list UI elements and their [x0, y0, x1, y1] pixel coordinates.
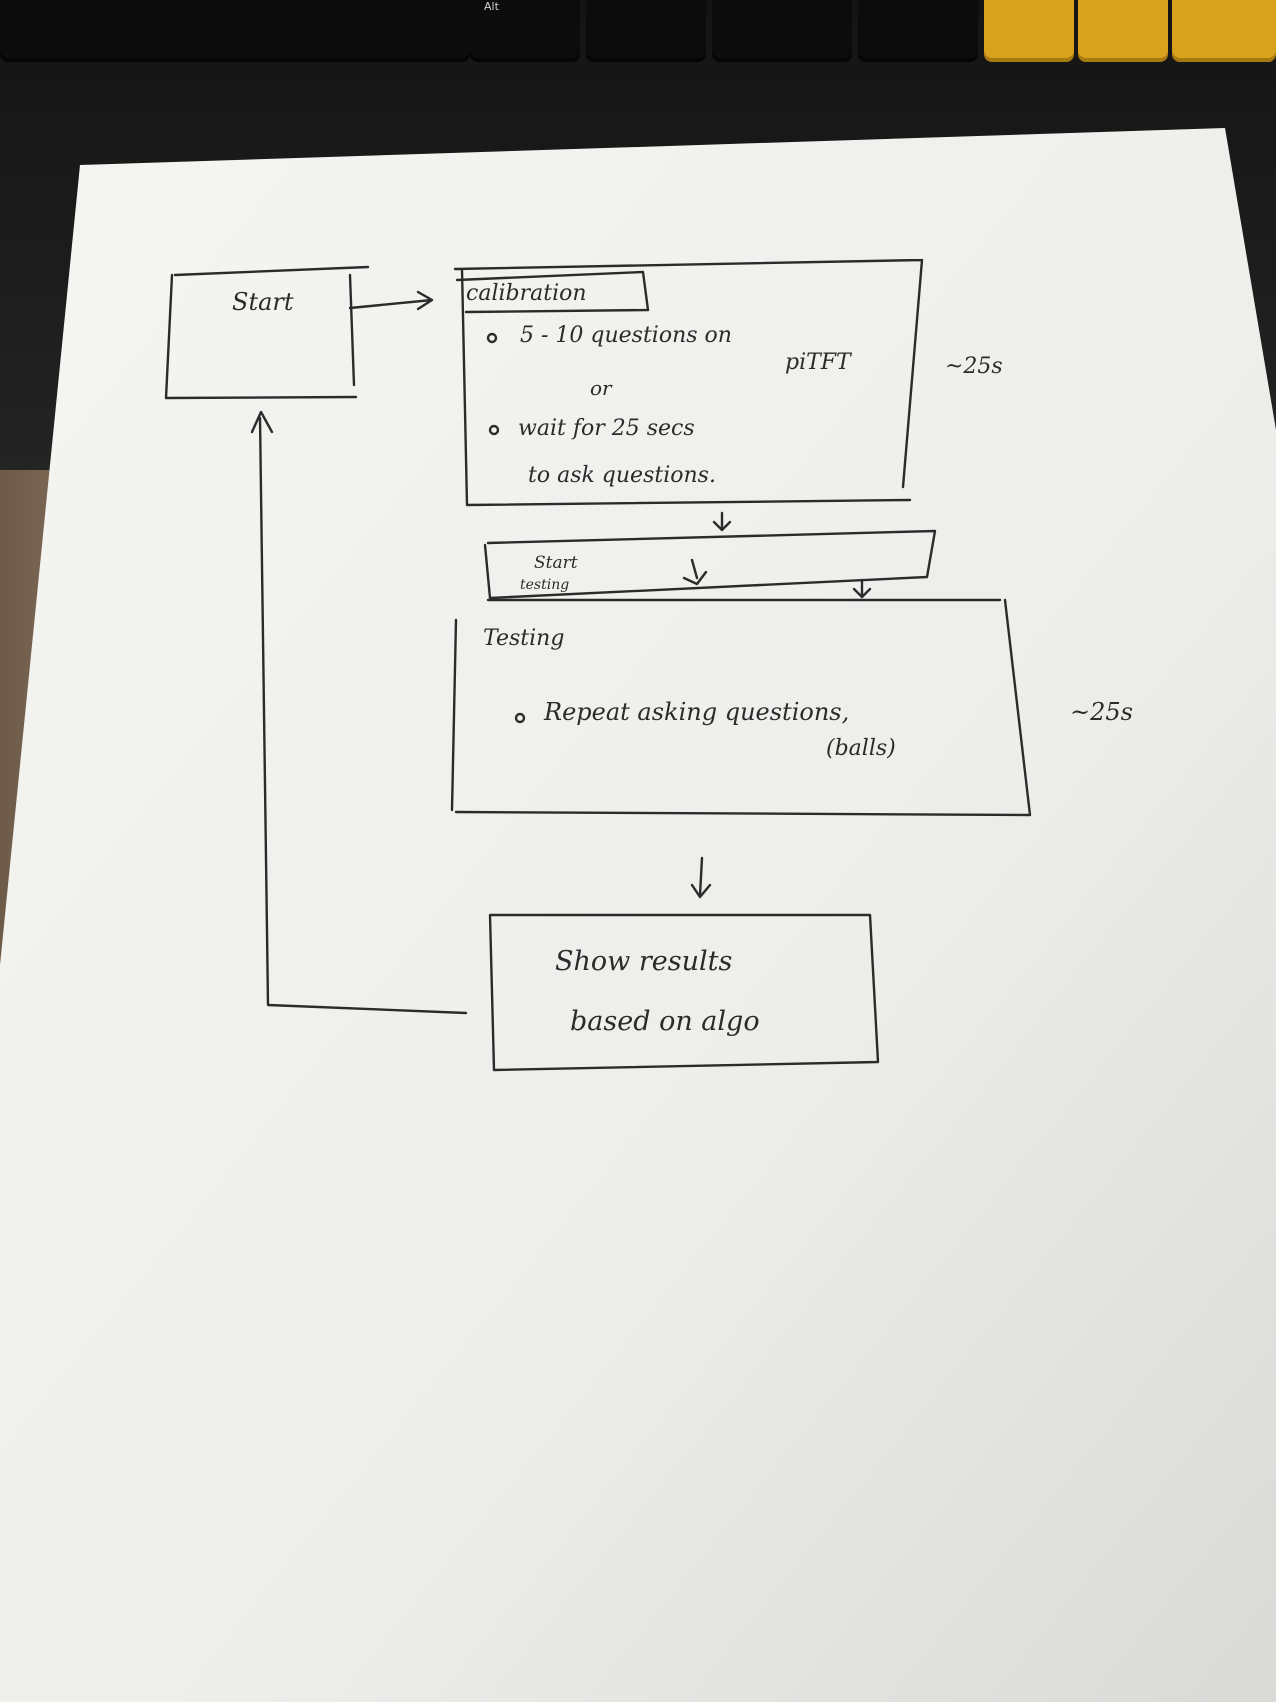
calibration-title-box	[455, 270, 650, 314]
results-box	[488, 913, 880, 1072]
alt-key-label: Alt	[484, 0, 499, 13]
keyboard-key	[586, 0, 706, 62]
calibration-title: calibration	[466, 281, 587, 306]
testing-line1-sub: (balls)	[826, 736, 896, 761]
keyboard-key	[0, 0, 470, 62]
start-testing-line2: testing	[520, 577, 570, 593]
start-testing-box	[483, 529, 937, 600]
calibration-line1: 5 - 10 questions on	[520, 323, 732, 348]
arrow-calibration-to-start-testing	[712, 511, 732, 532]
testing-title: Testing	[483, 626, 565, 651]
testing-duration: ~25s	[1070, 698, 1133, 726]
bullet-icon	[488, 424, 500, 436]
testing-line1: Repeat asking questions,	[544, 698, 850, 726]
arrow-results-to-start	[250, 410, 468, 1015]
calibration-line2: wait for 25 secs	[518, 416, 695, 441]
calibration-line3: to ask questions.	[528, 463, 716, 488]
arrow-start-to-calibration	[348, 290, 434, 311]
keyboard-key-yellow	[984, 0, 1074, 62]
arrow-start-testing-to-testing	[852, 578, 872, 599]
start-label: Start	[232, 288, 294, 316]
results-line2: based on algo	[570, 1006, 760, 1037]
testing-box	[450, 598, 1032, 817]
bullet-icon	[514, 712, 526, 724]
keyboard-key	[712, 0, 852, 62]
start-testing-line1: Start	[534, 553, 578, 573]
calibration-duration: ~25s	[945, 354, 1003, 379]
arrow-testing-to-results	[690, 856, 712, 899]
keyboard-key-yellow	[1172, 0, 1276, 62]
start-box	[164, 265, 370, 400]
start-testing-arrow-icon	[682, 558, 708, 586]
results-line1: Show results	[555, 946, 733, 977]
keyboard-key-yellow	[1078, 0, 1168, 62]
calibration-line1-tail: piTFT	[785, 350, 851, 375]
bullet-icon	[486, 332, 498, 344]
calibration-box	[453, 258, 924, 507]
keyboard-key	[858, 0, 978, 62]
alt-key: Alt	[470, 0, 580, 62]
calibration-or: or	[590, 376, 612, 400]
